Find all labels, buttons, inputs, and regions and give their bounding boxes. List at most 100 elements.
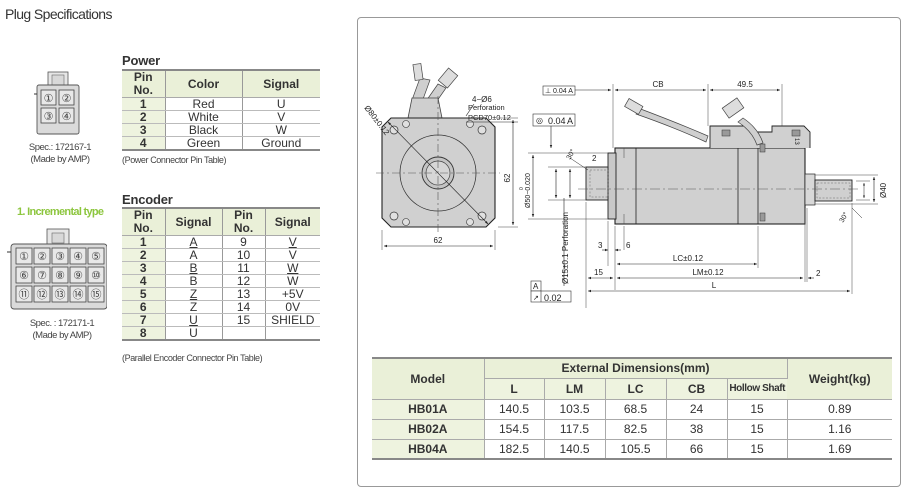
pin-socket <box>33 285 51 303</box>
pin-number: 4 <box>122 136 166 151</box>
side-view: ⊥ 0.04 A ◎ 0.04 A CB 49.5 13 <box>519 80 888 308</box>
pin-number-text: 8 <box>139 326 147 340</box>
cell-lc: 105.5 <box>605 439 667 460</box>
lc-label: LC±0.12 <box>673 254 704 263</box>
signal-text: A <box>189 248 198 262</box>
power-connector-caption: Spec.: 172167-1 (Made by AMP) <box>20 142 100 166</box>
col-header: Color <box>165 69 243 98</box>
runout-symbol: ↗ <box>533 295 539 302</box>
signal-text: 0V <box>285 300 301 314</box>
signal: Ground <box>242 136 320 151</box>
signal-text: B <box>189 274 198 288</box>
pin-number-text: 12 <box>236 274 251 288</box>
signal: U <box>165 313 223 327</box>
cell-cb: 66 <box>666 439 728 460</box>
table-row: 1 Red U <box>122 97 320 111</box>
motor-dimension-drawing: Ø80±0.12 4−Ø6 Perforation PCD70±0.12 62 … <box>362 63 888 308</box>
col-header: Pin No. <box>222 207 266 236</box>
pin-number: 1 <box>122 235 166 249</box>
wire-color: Red <box>165 97 243 111</box>
col-header: Signal <box>242 69 320 98</box>
dim-49-5-label: 49.5 <box>737 80 753 89</box>
signal-text: U <box>189 313 198 327</box>
model-header: Model <box>372 357 485 400</box>
dim-13-label: 13 <box>793 138 799 145</box>
signal-text: V <box>288 235 297 249</box>
pin-label: ⑪ <box>19 288 30 301</box>
encoder-table-note: (Parallel Encoder Connector Pin Table) <box>122 353 263 363</box>
pin-number: 3 <box>122 123 166 137</box>
signal-text: +5V <box>281 287 304 301</box>
rear-angle-label: 30° <box>838 211 850 224</box>
lm-label: LM±0.12 <box>692 268 724 277</box>
pin-socket <box>87 266 105 284</box>
signal-text: W <box>287 274 299 288</box>
d40-label: Ø40 <box>879 182 888 198</box>
signal-text: A <box>189 235 198 249</box>
pin-number-text: 3 <box>139 261 147 275</box>
signal-text: V <box>288 248 297 262</box>
dim-2-label: 2 <box>592 154 597 163</box>
cell-model: HB04A <box>372 439 485 460</box>
pin-number: 9 <box>222 235 266 249</box>
signal: +5V <box>265 287 320 301</box>
pin-label: ③ <box>55 251 65 263</box>
signal: V <box>265 248 320 262</box>
pin-number: 14 <box>222 300 266 314</box>
pin-number: 2 <box>122 248 166 262</box>
pin-label: ⑬ <box>55 288 66 301</box>
pin-number: 13 <box>222 287 266 301</box>
pin-number-text: 9 <box>240 235 247 249</box>
power-table-note: (Power Connector Pin Table) <box>122 155 227 165</box>
cell-lm: 117.5 <box>544 419 606 440</box>
weight-header: Weight(kg) <box>787 357 892 400</box>
cell-hollow: 15 <box>727 399 788 420</box>
perpendicularity-tolerance: ⊥ 0.04 A <box>545 88 573 95</box>
pin-number-text: 6 <box>139 300 147 314</box>
pin-number: 6 <box>122 300 166 314</box>
pin-socket <box>51 266 69 284</box>
pin-label: ④ <box>62 111 72 123</box>
signal-text: W <box>287 261 299 275</box>
hollow-perforation-label: Ø15±0.1 Perforation <box>561 212 570 284</box>
signal: 0V <box>265 300 320 314</box>
angle-label: 30° <box>565 148 577 161</box>
pin-number-text: 7 <box>139 313 147 327</box>
perforation-label: Perforation <box>468 103 505 112</box>
cell-lc: 68.5 <box>605 399 667 420</box>
pin-socket <box>87 247 105 265</box>
pin-label: ② <box>62 93 72 105</box>
external-dimensions-header: External Dimensions(mm) <box>484 357 788 379</box>
pin-label: ⑦ <box>37 270 47 282</box>
pin-socket <box>51 247 69 265</box>
cell-l: 182.5 <box>484 439 545 460</box>
pin-socket <box>69 266 87 284</box>
signal: A <box>165 248 223 262</box>
pin-label: ⑫ <box>37 288 48 301</box>
encoder-connector-spec: Spec. : 172171-1 <box>29 318 95 329</box>
pin-number: 5 <box>122 287 166 301</box>
encoder-connector-maker: (Made by AMP) <box>32 330 92 341</box>
cell-lm: 103.5 <box>544 399 606 420</box>
pin-number: 8 <box>122 326 166 341</box>
signal-text: U <box>189 326 198 340</box>
col-header: Signal <box>265 207 320 236</box>
pin-number: 4 <box>122 274 166 288</box>
pin-label: ① <box>44 93 54 105</box>
concentricity-value: 0.04 <box>548 116 566 126</box>
datum-label: A <box>533 282 539 291</box>
pin-label: ④ <box>73 251 83 263</box>
col-header-lm: LM <box>544 378 606 400</box>
signal: W <box>265 274 320 288</box>
cell-weight: 1.16 <box>787 419 892 440</box>
pin-number-text: 4 <box>139 274 147 288</box>
pin-number: 15 <box>222 313 266 327</box>
pin-number-text: 2 <box>139 248 147 262</box>
